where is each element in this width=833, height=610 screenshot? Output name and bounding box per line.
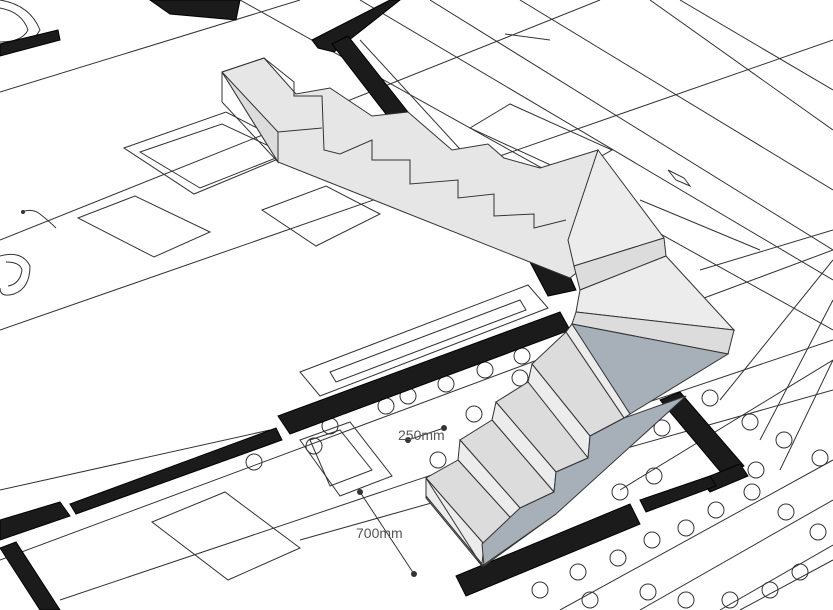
dimension-annotations: 250mm 700mm — [356, 427, 445, 541]
lower-flight-side — [481, 395, 687, 567]
floor-tiles — [245, 347, 829, 609]
upper-flight-profile — [221, 57, 567, 229]
stair-model[interactable] — [221, 57, 736, 568]
landing-dimension-label: 700mm — [356, 525, 403, 541]
tread-dimension-label: 250mm — [398, 427, 445, 443]
